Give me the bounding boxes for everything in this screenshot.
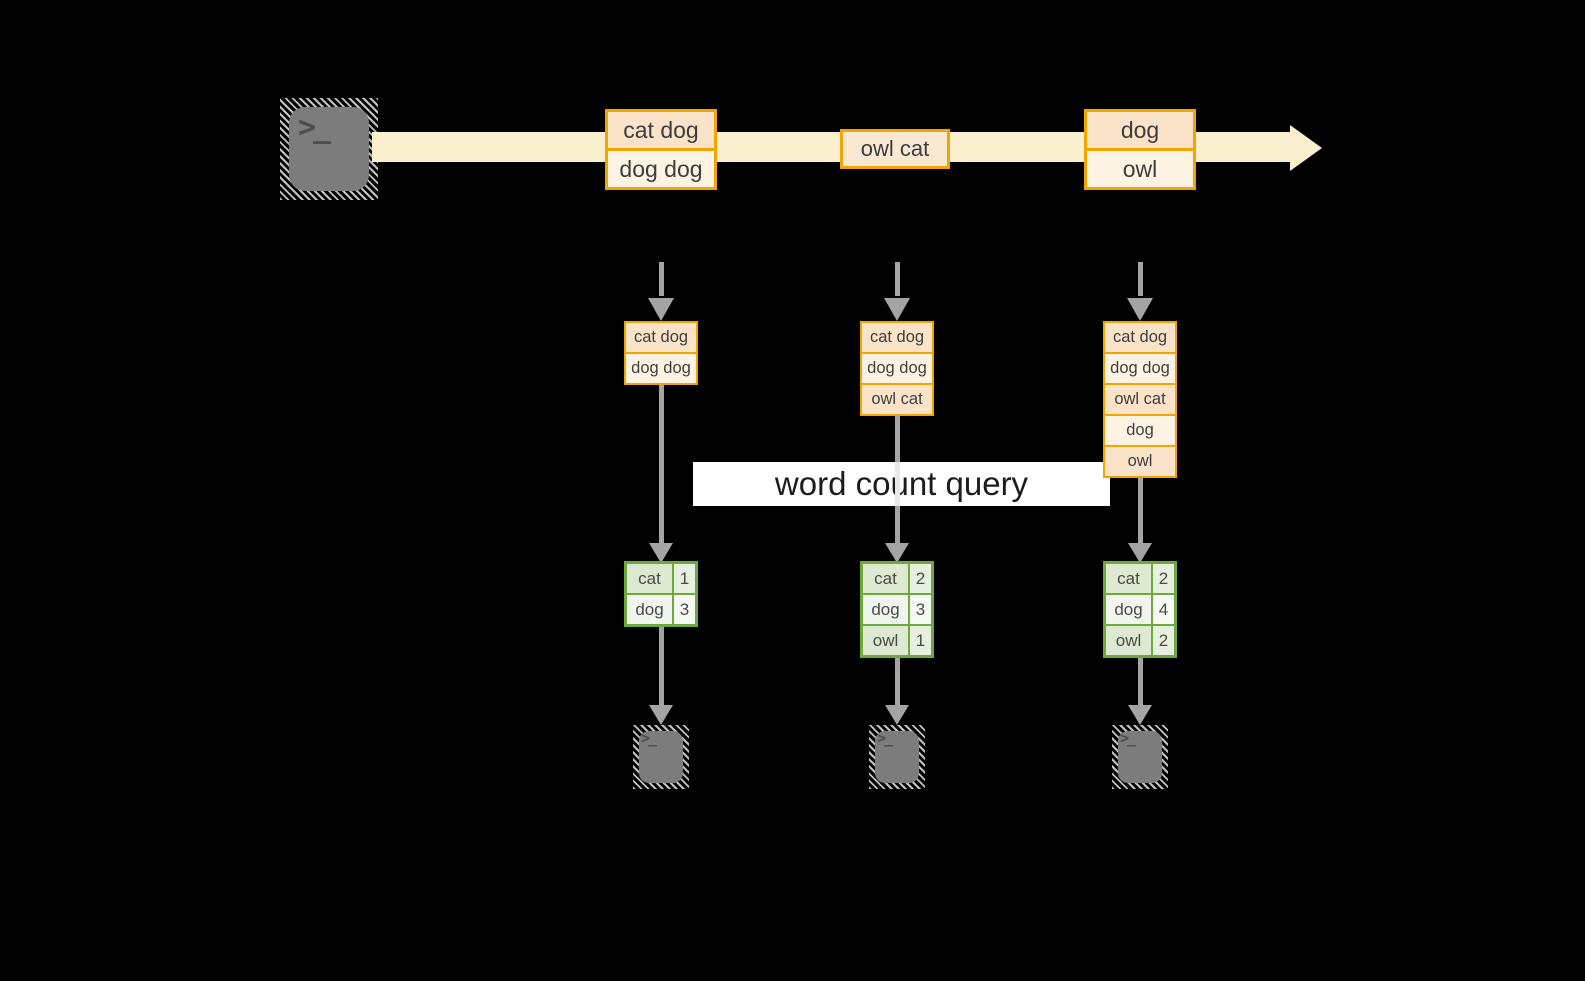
output-arrow-line-3 xyxy=(1138,658,1143,707)
count-word: owl xyxy=(863,626,908,655)
count-word: owl xyxy=(1106,626,1151,655)
stream-arrowhead-icon xyxy=(1290,125,1322,171)
buffer-row: dog xyxy=(1105,416,1175,445)
buffer-row: owl cat xyxy=(1105,385,1175,414)
query-arrow-line-1 xyxy=(659,385,664,543)
stream-event-box-2: owl cat xyxy=(840,129,950,169)
buffer-row: cat dog xyxy=(862,323,932,352)
count-value: 4 xyxy=(1153,595,1174,624)
stream-event-line: cat dog xyxy=(608,112,714,148)
ingest-arrow-line-3 xyxy=(1138,262,1143,296)
ingest-arrowhead-3 xyxy=(1127,298,1153,321)
buffer-stack-2: cat dog dog dog owl cat xyxy=(860,321,934,416)
count-value: 2 xyxy=(910,564,931,593)
buffer-row: cat dog xyxy=(626,323,696,352)
stream-event-line: dog dog xyxy=(608,151,714,187)
terminal-prompt-glyph: >_ xyxy=(1120,729,1136,747)
buffer-row: dog dog xyxy=(1105,354,1175,383)
ingest-arrowhead-2 xyxy=(884,298,910,321)
stream-event-box-1: cat dog dog dog xyxy=(605,109,717,190)
count-table-2: cat 2 dog 3 owl 1 xyxy=(860,561,934,658)
terminal-prompt-glyph: >_ xyxy=(641,729,657,747)
ingest-arrow-line-1 xyxy=(659,262,664,296)
buffer-row: dog dog xyxy=(862,354,932,383)
output-arrowhead-3 xyxy=(1128,705,1152,725)
count-value: 2 xyxy=(1153,626,1174,655)
count-table-3: cat 2 dog 4 owl 2 xyxy=(1103,561,1177,658)
count-table-1: cat 1 dog 3 xyxy=(624,561,698,627)
query-arrowhead-3 xyxy=(1128,543,1152,563)
terminal-icon-body xyxy=(1118,731,1162,783)
query-arrow-behind-label xyxy=(895,462,900,506)
buffer-stack-3: cat dog dog dog owl cat dog owl xyxy=(1103,321,1177,478)
buffer-row: owl xyxy=(1105,447,1175,476)
count-word: dog xyxy=(863,595,908,624)
terminal-icon: >_ xyxy=(633,725,689,789)
terminal-icon-body xyxy=(875,731,919,783)
count-word: cat xyxy=(1106,564,1151,593)
ingest-arrowhead-1 xyxy=(648,298,674,321)
terminal-icon: >_ xyxy=(1112,725,1168,789)
terminal-icon: >_ xyxy=(869,725,925,789)
terminal-prompt-glyph: >_ xyxy=(877,729,893,747)
count-value: 2 xyxy=(1153,564,1174,593)
count-value: 3 xyxy=(674,595,695,624)
output-arrow-line-1 xyxy=(659,627,664,707)
buffer-row: owl cat xyxy=(862,385,932,414)
count-value: 3 xyxy=(910,595,931,624)
stream-event-line: owl cat xyxy=(843,132,947,166)
terminal-icon-body xyxy=(289,107,369,191)
count-word: cat xyxy=(863,564,908,593)
buffer-stack-1: cat dog dog dog xyxy=(624,321,698,385)
query-arrowhead-2 xyxy=(885,543,909,563)
stream-event-box-3: dog owl xyxy=(1084,109,1196,190)
output-arrow-line-2 xyxy=(895,658,900,707)
query-label: word count query xyxy=(693,462,1110,506)
terminal-prompt-glyph: >_ xyxy=(298,110,331,145)
query-arrowhead-1 xyxy=(649,543,673,563)
count-word: dog xyxy=(627,595,672,624)
query-arrow-line-3 xyxy=(1138,478,1143,543)
output-arrowhead-2 xyxy=(885,705,909,725)
count-word: dog xyxy=(1106,595,1151,624)
buffer-row: cat dog xyxy=(1105,323,1175,352)
count-word: cat xyxy=(627,564,672,593)
count-value: 1 xyxy=(674,564,695,593)
stream-event-line: dog xyxy=(1087,112,1193,148)
output-arrowhead-1 xyxy=(649,705,673,725)
stream-event-line: owl xyxy=(1087,151,1193,187)
ingest-arrow-line-2 xyxy=(895,262,900,296)
buffer-row: dog dog xyxy=(626,354,696,383)
terminal-icon: >_ xyxy=(280,98,378,200)
terminal-icon-body xyxy=(639,731,683,783)
count-value: 1 xyxy=(910,626,931,655)
